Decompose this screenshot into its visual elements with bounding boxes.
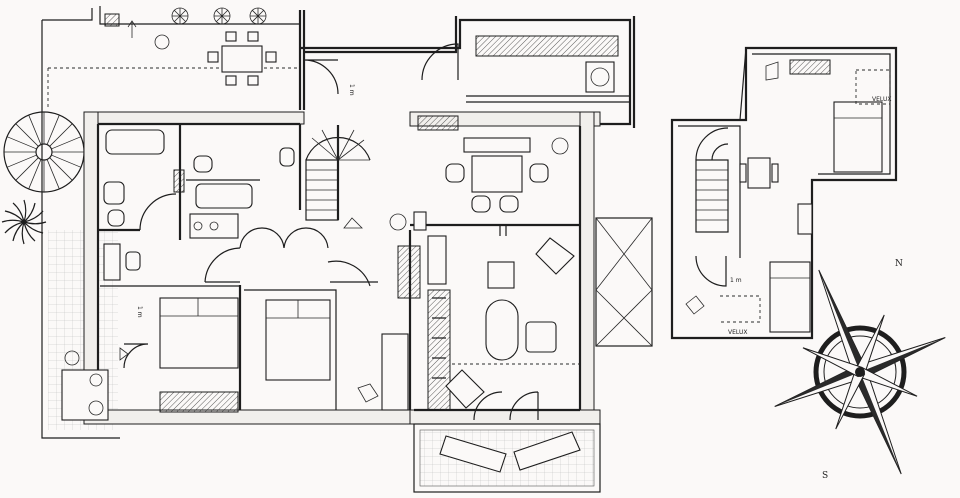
scale-label-kitchen: 1 m — [348, 84, 355, 96]
planter-plants — [154, 7, 267, 50]
door-swings — [123, 43, 539, 421]
interior-spiral-staircase — [305, 126, 371, 221]
balcony — [413, 423, 601, 493]
exterior-walls — [83, 10, 636, 425]
side-roof — [595, 217, 653, 347]
scale-label-upper: 1 m — [730, 277, 742, 284]
bedroom-right-furniture — [265, 299, 409, 411]
living-room-furniture — [343, 211, 580, 411]
compass-north-label: N — [895, 259, 903, 269]
spiral-staircase-exterior — [3, 111, 85, 193]
kitchen-counter — [466, 35, 630, 103]
compass-rose — [774, 269, 946, 475]
palm-plant — [1, 199, 47, 245]
outdoor-dining-set — [207, 31, 277, 86]
compass-south-label: S — [822, 471, 828, 481]
bedroom-left-furniture — [103, 243, 239, 413]
bathroom-fixtures — [103, 129, 295, 239]
velux-label-bottom: VELUX — [728, 329, 747, 336]
lower-left-fixtures — [61, 347, 129, 421]
velux-label-top: VELUX — [872, 96, 891, 103]
upper-floor-plan — [670, 46, 898, 340]
dining-set — [417, 115, 569, 213]
scale-label-bedroom: 1 m — [136, 306, 143, 318]
